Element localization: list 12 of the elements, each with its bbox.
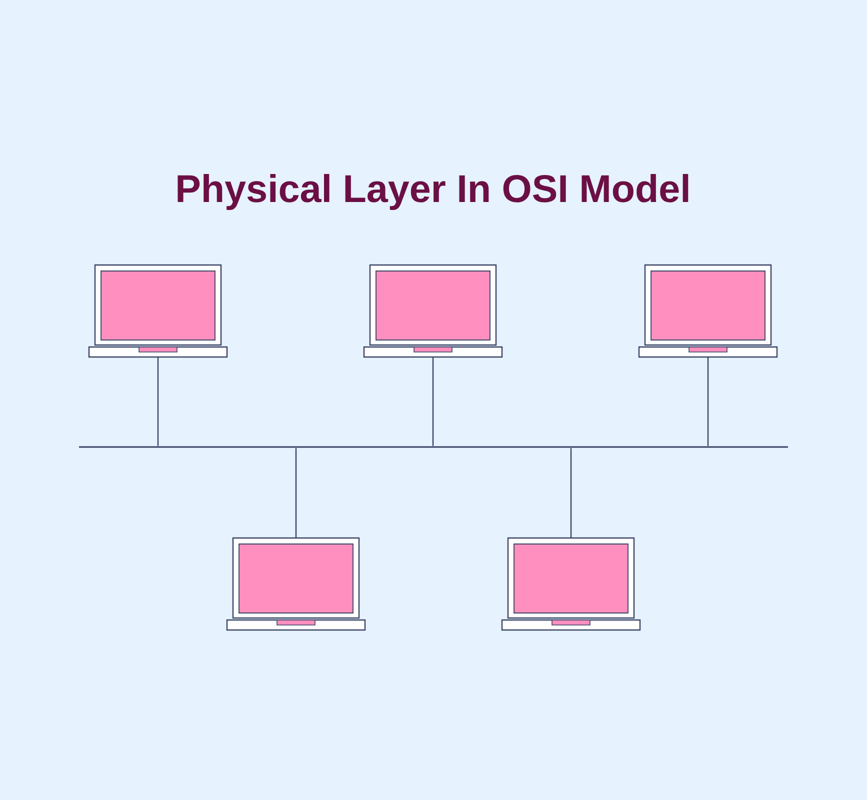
- connection-line: [432, 357, 434, 446]
- laptop-drawing: [363, 264, 503, 358]
- connection-line: [295, 448, 297, 538]
- laptop-drawing: [88, 264, 228, 358]
- connection-line: [570, 448, 572, 538]
- connection-line: [157, 357, 159, 446]
- laptop-drawing: [501, 537, 641, 631]
- connection-line: [707, 357, 709, 446]
- laptop-drawing: [638, 264, 778, 358]
- title: Physical Layer In OSI Model: [178, 174, 688, 210]
- network-bus-line: [79, 446, 788, 448]
- laptop-drawing: [226, 537, 366, 631]
